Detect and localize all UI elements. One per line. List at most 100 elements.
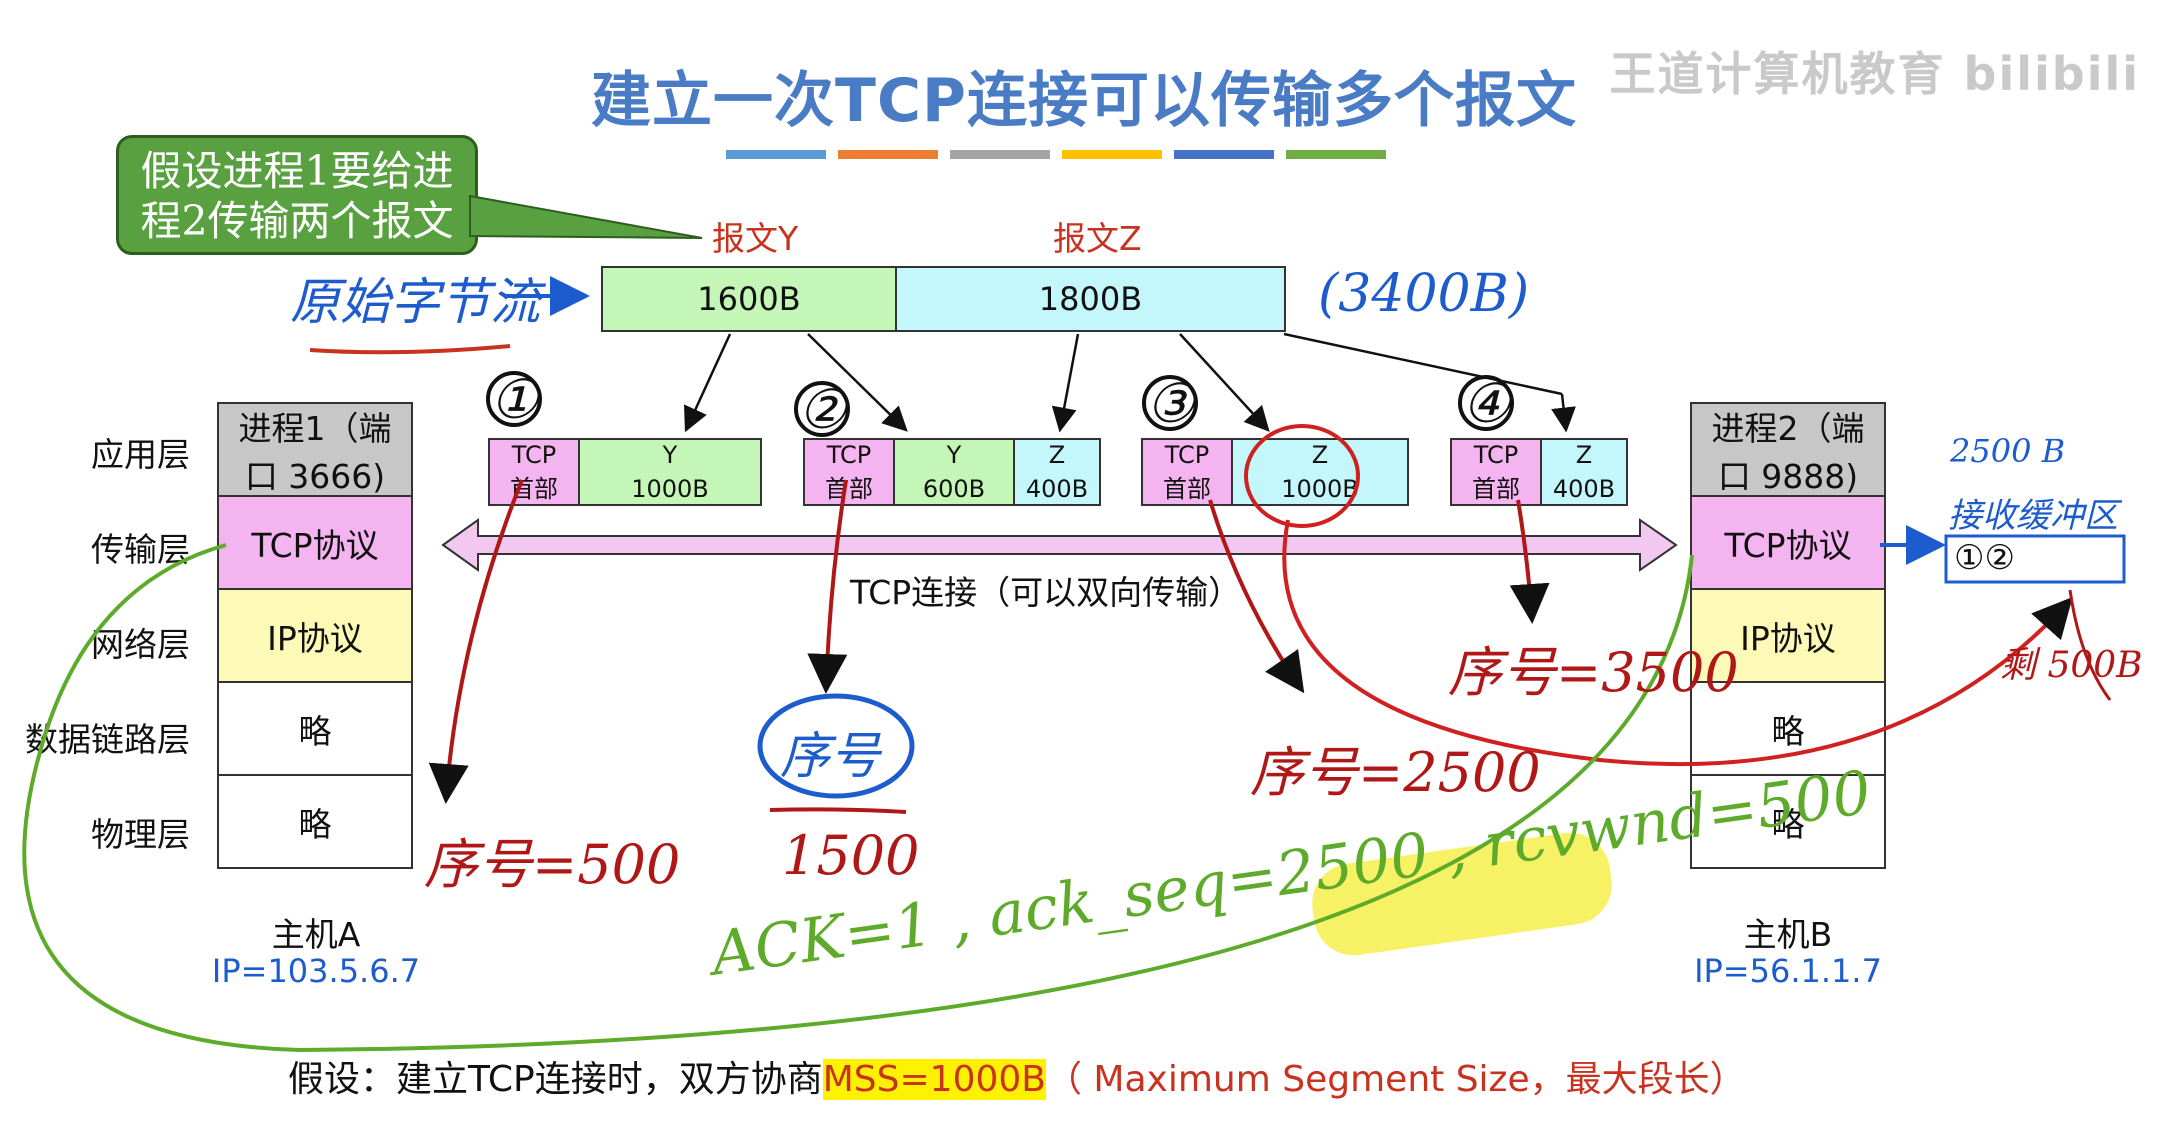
watermark: 王道计算机教育 bilibili bbox=[1609, 47, 2140, 101]
message-y-label: 报文Y bbox=[712, 219, 799, 258]
stream-note-underline bbox=[309, 344, 511, 355]
header-text: TCP bbox=[511, 441, 557, 469]
tcp-connection-label: TCP连接（可以双向传输） bbox=[850, 573, 1242, 612]
mss-explanation: （ Maximum Segment Size，最大段长） bbox=[1045, 1059, 1746, 1100]
buffer-size-note: 2500 B bbox=[1950, 432, 2066, 470]
segment-3: TCP 首部 Z 1000B bbox=[1141, 438, 1409, 506]
header-text: 首部 bbox=[1472, 475, 1520, 503]
payload-name: Y bbox=[946, 441, 962, 469]
callout-pointer bbox=[469, 194, 703, 239]
process-text: 口 3666) bbox=[244, 456, 386, 496]
page-title: 建立一次TCP连接可以传输多个报文 bbox=[591, 66, 1577, 136]
color-bar-6 bbox=[1286, 150, 1386, 159]
z-1000b-circle bbox=[1244, 424, 1360, 528]
layer-application: 应用层 bbox=[91, 435, 190, 474]
host-b-ip-address: IP=56.1.1.7 bbox=[1694, 952, 1882, 990]
byte-stream-note: 原始字节流 bbox=[290, 273, 540, 331]
seq-note-2-value: 1500 bbox=[782, 824, 920, 887]
split-arrow-5a bbox=[1283, 332, 1563, 396]
segment-4: TCP 首部 Z 400B bbox=[1450, 438, 1628, 506]
segment-4-payload-z: Z 400B bbox=[1542, 440, 1626, 504]
message-z-block: 1800B bbox=[895, 266, 1286, 332]
seq-arrow-4 bbox=[1509, 499, 1550, 624]
segment-1: TCP 首部 Y 1000B bbox=[488, 438, 762, 506]
delivery-curve bbox=[1282, 519, 2073, 767]
seq-1500-circle bbox=[757, 693, 915, 799]
header-text: TCP bbox=[1164, 441, 1210, 469]
assumption-callout: 假设进程1要给进程2传输两个报文 bbox=[116, 135, 478, 255]
assumption-prefix: 假设：建立TCP连接时，双方协商 bbox=[288, 1059, 823, 1100]
circle-3 bbox=[1142, 375, 1198, 431]
seq-note-1: 序号=500 bbox=[424, 833, 681, 896]
seq-arrow-3 bbox=[1208, 499, 1305, 694]
split-arrow-2 bbox=[807, 333, 908, 432]
payload-size: 600B bbox=[922, 475, 986, 503]
host-a-process: 进程1（端口 3666) bbox=[217, 402, 413, 497]
mss-value: MSS=1000B bbox=[822, 1059, 1046, 1100]
header-text: TCP bbox=[826, 441, 872, 469]
host-a-ip-address: IP=103.5.6.7 bbox=[211, 952, 421, 990]
process-text: 进程1（端 bbox=[238, 408, 392, 448]
color-bar-3 bbox=[950, 150, 1050, 159]
payload-size: 400B bbox=[1552, 475, 1616, 503]
circle-4 bbox=[1458, 375, 1514, 431]
split-arrow-1 bbox=[684, 333, 732, 433]
color-bar-5 bbox=[1174, 150, 1274, 159]
payload-name: Z bbox=[1575, 441, 1593, 469]
host-a-tcp: TCP协议 bbox=[217, 495, 413, 590]
payload-name: Y bbox=[662, 441, 678, 469]
color-bar-1 bbox=[726, 150, 826, 159]
message-z-label: 报文Z bbox=[1053, 219, 1142, 258]
host-a-phys: 略 bbox=[217, 774, 413, 869]
segment-1-header: TCP 首部 bbox=[490, 440, 580, 504]
layer-transport: 传输层 bbox=[91, 530, 190, 569]
buffer-label: 接收缓冲区 bbox=[1948, 496, 2118, 536]
header-text: 首部 bbox=[1163, 475, 1211, 503]
remain-arrow bbox=[2068, 589, 2112, 701]
process-text: 口 9888) bbox=[1717, 456, 1859, 496]
host-a-name: 主机A bbox=[271, 915, 361, 954]
bottom-assumption: 假设：建立TCP连接时，双方协商MSS=1000B（ Maximum Segme… bbox=[288, 1050, 1746, 1102]
message-y-block: 1600B bbox=[601, 266, 897, 332]
layer-network: 网络层 bbox=[91, 625, 190, 664]
segment-3-header: TCP 首部 bbox=[1143, 440, 1233, 504]
receive-buffer-box bbox=[1944, 534, 2126, 584]
header-text: 首部 bbox=[825, 475, 873, 503]
seq-note-2-label: 序号 bbox=[780, 727, 880, 785]
segment-3-payload-z: Z 1000B bbox=[1233, 440, 1407, 504]
seq-1500-underline bbox=[769, 807, 907, 814]
total-size-note: (3400B) bbox=[1318, 264, 1530, 324]
header-text: TCP bbox=[1473, 441, 1519, 469]
circle-2 bbox=[794, 381, 850, 437]
split-arrow-3 bbox=[1051, 333, 1080, 433]
segment-4-header: TCP 首部 bbox=[1452, 440, 1542, 504]
split-arrow-5b bbox=[1551, 393, 1576, 433]
layer-datalink: 数据链路层 bbox=[25, 720, 190, 759]
payload-size: 400B bbox=[1025, 475, 1089, 503]
seq-arrow-2 bbox=[807, 479, 848, 694]
layer-physical: 物理层 bbox=[91, 815, 190, 854]
payload-name: Z bbox=[1048, 441, 1066, 469]
segment-2-header: TCP 首部 bbox=[805, 440, 895, 504]
circle-1 bbox=[486, 371, 542, 427]
seq-note-4: 序号=3500 bbox=[1448, 641, 1739, 704]
seq-note-3: 序号=2500 bbox=[1250, 741, 1541, 804]
split-arrow-4 bbox=[1179, 333, 1270, 432]
payload-size: 1000B bbox=[631, 475, 709, 503]
segment-2-payload-y: Y 600B bbox=[895, 440, 1015, 504]
buffer-content: ①② bbox=[1954, 538, 2015, 578]
payload-size: 1000B bbox=[1281, 475, 1359, 503]
color-bar-4 bbox=[1062, 150, 1162, 159]
payload-name: Z bbox=[1311, 441, 1329, 469]
tcp-connection-arrow bbox=[441, 518, 1678, 572]
host-b-phys: 略 bbox=[1690, 774, 1886, 869]
host-a-ip: IP协议 bbox=[217, 588, 413, 683]
host-b-name: 主机B bbox=[1743, 915, 1833, 954]
host-b-process: 进程2（端口 9888) bbox=[1690, 402, 1886, 497]
segment-2-payload-z: Z 400B bbox=[1015, 440, 1099, 504]
segment-2: TCP 首部 Y 600B Z 400B bbox=[803, 438, 1101, 506]
buffer-remain-note: 剩 500B bbox=[2000, 645, 2143, 686]
segment-1-payload-y: Y 1000B bbox=[580, 440, 760, 504]
process-text: 进程2（端 bbox=[1711, 408, 1865, 448]
